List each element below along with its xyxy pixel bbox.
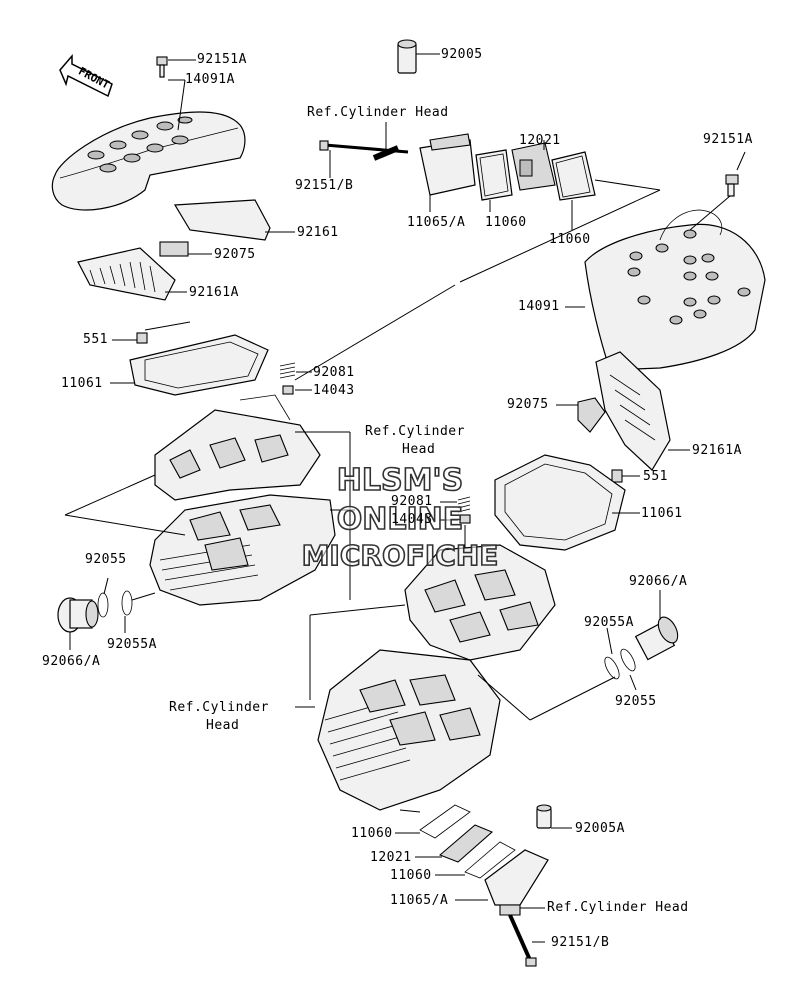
label-551-right: 551 — [643, 469, 668, 484]
bolt-92151a-top — [156, 56, 196, 131]
cover-14091 — [565, 209, 766, 371]
reed-valve-11065a-top — [419, 133, 476, 212]
label-14043-mid: 14043 — [391, 512, 433, 527]
damper-92075-right — [556, 397, 606, 433]
watermark-line-1: HLSM'S — [336, 463, 464, 498]
gaskets-top — [475, 140, 661, 230]
label-92081-mid: 92081 — [391, 494, 433, 509]
label-92055-left: 92055 — [85, 552, 127, 567]
label-92075-right: 92075 — [507, 397, 549, 412]
label-92151a-top: 92151A — [197, 52, 247, 67]
label-92075-left: 92075 — [214, 247, 256, 262]
label-92161a-left: 92161A — [189, 285, 239, 300]
spring-92081-mid — [440, 496, 471, 560]
label-11060-top-a: 11060 — [485, 215, 527, 230]
label-ref-cylinder-head-2-line1: Ref.Cylinder — [365, 424, 465, 439]
label-551-left: 551 — [83, 332, 108, 347]
watermark-line-3: MICROFICHE — [301, 539, 499, 572]
cylinder-head-right-lower — [317, 649, 616, 811]
label-ref-cylinder-head-4: Ref.Cylinder Head — [547, 900, 689, 915]
watermark-line-2: ONLINE — [336, 502, 464, 537]
label-ref-cylinder-head-2-line2: Head — [402, 442, 436, 457]
label-12021-bottom: 12021 — [370, 850, 412, 865]
label-92055a-right: 92055A — [584, 615, 634, 630]
bracket-92161a-left — [77, 247, 187, 301]
cover-14091a — [51, 111, 246, 211]
cylinder-head-left-lower — [64, 474, 355, 606]
label-92055-right: 92055 — [615, 694, 657, 709]
label-11061-right: 11061 — [641, 506, 683, 521]
gasket-11061-right — [494, 454, 640, 551]
label-11065a-bottom: 11065/A — [390, 893, 449, 908]
label-14043-left: 14043 — [313, 383, 355, 398]
label-11060-bottom-a: 11060 — [351, 826, 393, 841]
label-92151b-bottom: 92151/B — [551, 935, 610, 950]
label-92055a-left: 92055A — [107, 637, 157, 652]
label-92005: 92005 — [441, 47, 483, 62]
label-92066a-right: 92066/A — [629, 574, 688, 589]
damper-92075-left — [159, 241, 212, 257]
label-ref-cylinder-head-3-line1: Ref.Cylinder — [169, 700, 269, 715]
intake-92066a-left — [57, 577, 156, 650]
gasket-11061-left — [110, 321, 269, 396]
label-14091: 14091 — [518, 299, 560, 314]
label-92081-left: 92081 — [313, 365, 355, 380]
label-92151a-right: 92151A — [703, 132, 753, 147]
label-12021-top: 12021 — [519, 133, 561, 148]
label-11065a-top: 11065/A — [407, 215, 466, 230]
pipe-92005a — [536, 804, 572, 829]
bracket-92161a-right — [595, 351, 690, 471]
label-14091a: 14091A — [185, 72, 235, 87]
label-92005a: 92005A — [575, 821, 625, 836]
label-11060-top-b: 11060 — [549, 232, 591, 247]
bolt-92151a-right — [689, 151, 746, 231]
label-11061-left: 11061 — [61, 376, 103, 391]
label-92066a-left: 92066/A — [42, 654, 101, 669]
intake-92066a-right — [604, 590, 679, 691]
bolt-92151b-top — [319, 122, 409, 178]
pipe-92005 — [397, 39, 440, 74]
label-ref-cylinder-head-1: Ref.Cylinder Head — [307, 105, 449, 120]
label-11060-bottom-b: 11060 — [390, 868, 432, 883]
cylinder-head-right-upper — [295, 544, 556, 708]
label-92151b-top: 92151/B — [295, 178, 354, 193]
front-arrow-icon: FRONT — [59, 53, 113, 98]
bolt-92151b-bottom — [508, 907, 545, 967]
reed-valve-11065a-bottom — [455, 849, 549, 916]
label-92161a-right: 92161A — [692, 443, 742, 458]
label-92161: 92161 — [297, 225, 339, 240]
gaskets-bottom — [395, 804, 516, 879]
bracket-92161 — [173, 199, 295, 241]
cylinder-head-left-upper — [154, 394, 351, 600]
label-ref-cylinder-head-3-line2: Head — [206, 718, 240, 733]
spring-92081-left — [279, 189, 661, 395]
